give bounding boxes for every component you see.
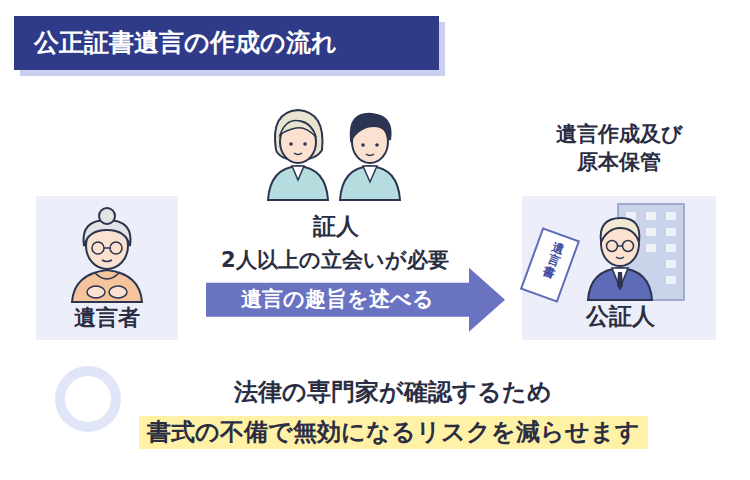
illustration-shape	[280, 121, 316, 137]
illustration-shape	[72, 270, 142, 302]
witness-note: 2人以上の立会いが必要	[221, 247, 449, 274]
witness-label: 証人	[313, 212, 359, 242]
illustration-shape	[361, 143, 365, 147]
illustration-shape	[303, 142, 307, 146]
witness-figures	[268, 110, 400, 200]
node-heading: 遺言作成及び 原本保管	[552, 120, 686, 177]
illustration-shape	[646, 228, 656, 236]
illustration-shape	[646, 244, 656, 252]
illustration-shape	[294, 153, 302, 155]
illustration-shape	[110, 242, 122, 254]
deco-ring	[60, 371, 116, 427]
illustration-shape	[375, 143, 379, 147]
illustration-shape	[588, 268, 652, 300]
flow-arrow	[206, 268, 505, 332]
illustration-shape	[666, 244, 676, 252]
node-label: 遺言者	[74, 304, 140, 333]
illustration-shape	[92, 242, 104, 254]
illustration-shape	[666, 228, 676, 236]
illustration-shape	[99, 208, 115, 224]
illustration-shape	[623, 241, 634, 252]
document-card: 遺言書	[520, 227, 580, 303]
illustration-shape	[646, 212, 656, 220]
illustration-shape	[666, 276, 676, 284]
note-text: 法律の専門家が確認するため	[234, 377, 552, 408]
illustration-shape	[268, 166, 328, 200]
illustration-shape	[94, 272, 120, 279]
actor-box: 遺言作成及び 原本保管公証人遺言書	[522, 196, 716, 340]
illustration-shape	[102, 260, 112, 262]
document-title: 遺言書	[541, 240, 566, 281]
illustration-shape	[292, 166, 304, 180]
illustration-shape	[280, 121, 316, 163]
highlight-text: 書式の不備で無効になるリスクを減らせます	[139, 416, 648, 449]
illustration-shape	[666, 212, 676, 220]
illustration-shape	[340, 166, 400, 200]
illustration-shape	[616, 257, 624, 259]
illustration-shape	[351, 114, 391, 140]
illustration-shape	[104, 247, 110, 249]
title-band: 公正証書遺言の作成の流れ	[14, 16, 439, 70]
arrow-label: 遺言の趣旨を述べる	[237, 286, 438, 313]
actor-box: 遺言者	[36, 196, 178, 340]
illustration-shape	[109, 286, 127, 298]
node-label: 公証人	[586, 302, 655, 332]
illustration-shape	[618, 245, 623, 247]
illustration-shape	[87, 286, 105, 298]
illustration-shape	[363, 166, 377, 182]
illustration-shape	[601, 218, 640, 242]
illustration-shape	[366, 154, 374, 156]
illustration-shape	[617, 272, 623, 290]
illustration-shape	[289, 142, 293, 146]
illustration-shape	[666, 260, 676, 268]
illustration-shape	[607, 241, 618, 252]
